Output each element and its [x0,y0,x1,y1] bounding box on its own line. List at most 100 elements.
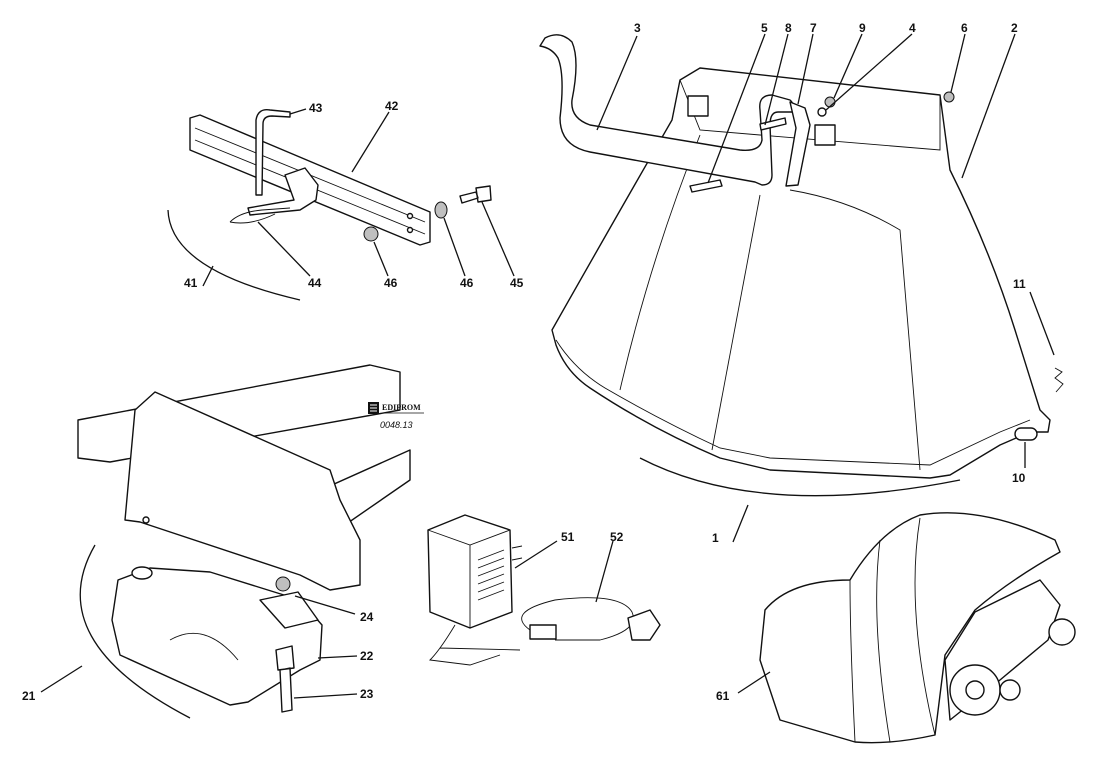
frame-body [124,391,361,591]
callout-1: 1 [712,531,719,545]
ballast-assembly [77,364,411,719]
leader-9 [833,33,863,99]
leader-3 [596,35,638,131]
brand-mark-inner [370,404,377,412]
cover-fold-lines [849,517,936,743]
leader-22 [317,655,358,659]
leader-45 [481,201,515,277]
leader-11 [1029,291,1055,356]
callout-61: 61 [716,689,730,703]
rail-hole-2 [406,226,414,234]
washer-4 [817,107,827,117]
nut-46-right [434,201,448,219]
leader-42 [351,111,390,173]
charger-leads [429,624,521,666]
leader-41 [202,265,214,287]
callout-42: 42 [385,99,399,113]
battery-charger-assembly [427,514,661,666]
extension-cable-52 [521,597,634,641]
spring-clip-11 [1054,367,1064,393]
callout-3: 3 [634,21,641,35]
frame-hole [142,516,150,524]
bolt-45 [459,185,492,204]
callout-7: 7 [810,21,817,35]
rail-hole-1 [406,212,414,220]
callout-44: 44 [308,276,322,290]
mounting-bracket-assembly [167,109,492,301]
assembly-arc-1 [639,457,961,497]
leader-6 [950,33,966,93]
callout-24: 24 [360,610,374,624]
leader-1 [732,504,749,543]
callout-52: 52 [610,530,624,544]
charger-edge [427,529,511,628]
callout-4: 4 [909,21,916,35]
collector-body [551,67,1051,479]
brand-logo: EDIPROM 0048.13 [368,402,424,430]
callout-9: 9 [859,21,866,35]
collector-clip-right [814,124,836,146]
weight-groove [169,632,239,661]
leader-46b [443,217,466,277]
tractor-cover-assembly [759,512,1076,744]
tractor-front-wheel [1048,618,1076,646]
callout-labels: 3 5 8 7 9 4 6 2 11 10 1 43 42 41 44 46 4… [22,21,1026,703]
leader-lines [40,33,1055,699]
leader-44 [257,221,311,277]
leader-7 [797,33,814,105]
drawing-code: 0048.13 [380,420,413,430]
leader-21 [40,665,83,693]
leader-24 [294,595,356,615]
pin-43 [255,109,291,196]
charger-vents [477,549,505,601]
charger-prongs [511,545,523,561]
callout-41: 41 [184,276,198,290]
leader-61 [737,671,771,694]
cable-plug-box [529,624,557,640]
nut-9 [824,96,836,108]
assembly-arc-41 [167,209,301,301]
tractor-rear-hub [965,680,985,700]
callout-2: 2 [1011,21,1018,35]
leader-8 [764,33,789,126]
bolt-5 [689,179,723,193]
pin-10 [1014,427,1038,441]
tow-arm [247,167,319,216]
callout-6: 6 [961,21,968,35]
leader-5 [707,33,766,184]
r-clip-44 [229,207,291,224]
leader-4 [825,33,913,111]
callout-10: 10 [1012,471,1026,485]
callout-45: 45 [510,276,524,290]
bolt-8 [759,117,787,131]
leader-43 [289,108,307,115]
plate-24 [259,591,319,629]
callout-46-right: 46 [460,276,474,290]
callout-51: 51 [561,530,575,544]
leader-2 [961,33,1016,179]
collector-panel-line-1 [711,194,761,451]
weight-cap [131,566,153,580]
nut-24 [275,576,291,592]
brand-name: EDIPROM [382,403,421,412]
callout-23: 23 [360,687,374,701]
handle-bracket [785,101,811,187]
callout-46-left: 46 [384,276,398,290]
callout-11: 11 [1013,277,1026,291]
nut-46-left [363,226,379,242]
leader-23 [293,693,358,699]
callout-5: 5 [761,21,768,35]
collector-clip-left [687,95,709,117]
collector-rim [555,339,1031,466]
mains-plug [627,609,661,641]
callout-21: 21 [22,689,36,703]
leader-51 [514,540,558,569]
grass-collector-assembly [539,34,1064,497]
callout-22: 22 [360,649,374,663]
deck-wheel [999,679,1021,701]
assembly-arc-21 [79,544,191,719]
callout-8: 8 [785,21,792,35]
nut-6 [943,91,955,103]
callout-43: 43 [309,101,323,115]
